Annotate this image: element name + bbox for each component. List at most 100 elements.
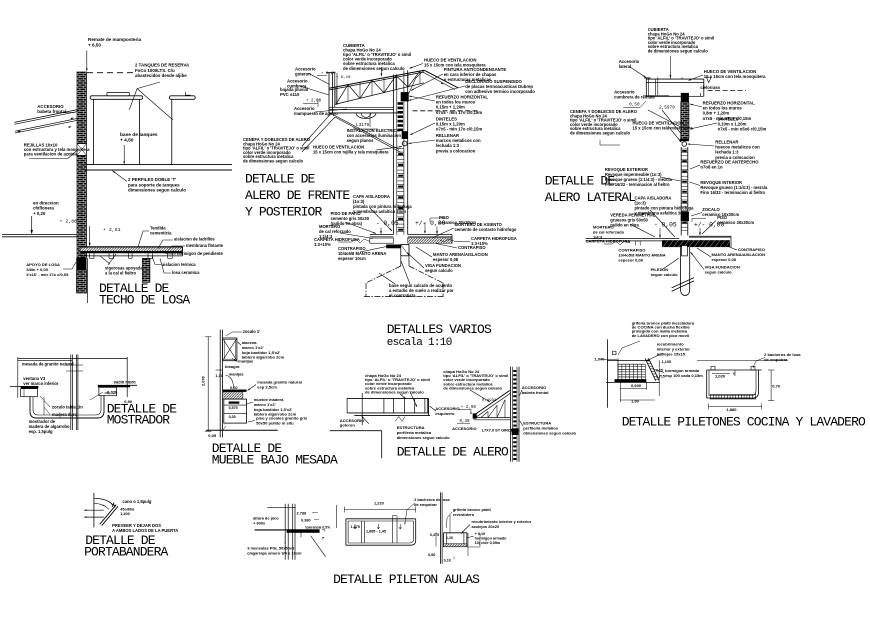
svg-text:1/4:3: 1/4:3	[593, 234, 603, 239]
svg-text:- 0,05: - 0,05	[654, 222, 677, 229]
svg-text:Revoque grueso (1:1/4:3) - mez: Revoque grueso (1:1/4:3) - mezcla	[605, 177, 673, 182]
svg-text:e: e	[733, 372, 735, 376]
svg-text:0,15m x 1,20m: 0,15m x 1,20m	[436, 122, 465, 127]
svg-text:vacio muro: vacio muro	[114, 379, 137, 384]
svg-text:0,15: 0,15	[656, 369, 663, 373]
svg-text:de dimensiones segun calculo: de dimensiones segun calculo	[648, 49, 709, 54]
svg-text:+ 0,10: + 0,10	[475, 532, 486, 536]
svg-text:0,60: 0,60	[230, 386, 237, 390]
svg-text:Accesorio: Accesorio	[614, 90, 635, 95]
svg-text:hormigon armado: hormigon armado	[475, 537, 508, 541]
svg-text:losa ceramica: losa ceramica	[172, 270, 200, 275]
svg-text:recubrimiento: recubrimiento	[657, 342, 685, 347]
svg-text:CUBIERTA: CUBIERTA	[343, 43, 365, 48]
svg-text:y membrana asfaltica 3mm: y membrana asfaltica 3mm	[353, 209, 406, 214]
svg-text:madera dura: madera dura	[52, 412, 78, 417]
svg-text:tablero algarrobo 2cm: tablero algarrobo 2cm	[242, 355, 285, 360]
svg-text:espesor 10cm: espesor 10cm	[338, 256, 366, 261]
svg-text:tipo 'ALFIL' o 'TRAVITEJO' o s: tipo 'ALFIL' o 'TRAVITEJO' o simil	[343, 52, 411, 57]
svg-text:10/4o5/8 MANTO ARENA: 10/4o5/8 MANTO ARENA	[338, 251, 386, 256]
svg-text:1,020: 1,020	[715, 374, 726, 379]
svg-text:color verde incorporado: color verde incorporado	[443, 377, 490, 382]
svg-text:c/agarrape amuro 3/4 o 10cm: c/agarrape amuro 3/4 o 10cm	[247, 550, 302, 555]
svg-text:previa a colocacion: previa a colocacion	[436, 148, 476, 153]
svg-text:0,8m + 1,20m: 0,8m + 1,20m	[703, 111, 730, 116]
svg-text:1,475: 1,475	[351, 525, 360, 529]
svg-text:ALERO LATERAL: ALERO LATERAL	[545, 190, 635, 205]
svg-text:o estructuras metalicas: o estructuras metalicas	[444, 77, 492, 82]
svg-text:CENEFA Y DOBLECES DE ALERO: CENEFA Y DOBLECES DE ALERO	[243, 137, 311, 142]
svg-text:HUECO DE VENTILACION: HUECO DE VENTILACION	[633, 121, 684, 126]
svg-text:en direccion: en direccion	[33, 201, 59, 206]
svg-text:0,10m x 1,20m: 0,10m x 1,20m	[718, 122, 747, 127]
svg-text:espesor 0,08: espesor 0,08	[618, 257, 643, 262]
svg-text:cementicia: cementicia	[150, 231, 172, 236]
svg-text:CENEFA Y DOBLECES DE ALERO: CENEFA Y DOBLECES DE ALERO	[570, 109, 638, 114]
svg-text:DETALLE DE: DETALLE DE	[212, 441, 283, 456]
svg-text:+ 4,50: + 4,50	[120, 138, 134, 144]
svg-text:interior y exterior: interior y exterior	[657, 346, 691, 351]
svg-text:marco 1'x2': marco 1'x2'	[242, 345, 264, 350]
svg-text:segun planos: segun planos	[347, 138, 374, 143]
svg-text:de dimensiones segun calculo: de dimensiones segun calculo	[365, 389, 424, 394]
svg-text:0,05: 0,05	[208, 433, 217, 438]
svg-text:madera de algarrobo: madera de algarrobo	[29, 424, 70, 429]
svg-text:0,600: 0,600	[631, 383, 642, 388]
svg-text:pulido en obra: pulido en obra	[610, 223, 639, 228]
svg-text:y membrana asfaltica 3mm: y membrana asfaltica 3mm	[635, 211, 688, 216]
svg-text:L7X7.0 ST GIRDER S: L7X7.0 ST GIRDER S	[482, 429, 520, 433]
svg-text:Fino 16/32 - terminacion al fi: Fino 16/32 - terminacion al fieltro	[605, 182, 670, 187]
svg-text:marco 1'x2': marco 1'x2'	[254, 402, 276, 407]
svg-text:DINTELES: DINTELES	[436, 117, 457, 122]
svg-text:HUECO DE VENTILACION: HUECO DE VENTILACION	[424, 58, 476, 63]
svg-text:chapa HoGo No 24: chapa HoGo No 24	[365, 373, 402, 378]
svg-text:azulejos 15x15: azulejos 15x15	[657, 351, 686, 356]
svg-text:mostrador de: mostrador de	[29, 419, 56, 424]
svg-text:hormigon armado: hormigon armado	[665, 368, 700, 373]
svg-text:- 0,05: - 0,05	[376, 220, 399, 227]
svg-text:cumbrera de remate: cumbrera de remate	[614, 95, 655, 100]
svg-text:color verde incorporado: color verde incorporado	[343, 57, 392, 62]
svg-text:color verde incorporado: color verde incorporado	[570, 122, 618, 127]
svg-text:PISO: PISO	[717, 215, 728, 220]
svg-text:Y POSTERIOR: Y POSTERIOR	[245, 205, 323, 220]
svg-text:azulejos 20x20: azulejos 20x20	[472, 524, 500, 529]
svg-text:segun calculo: segun calculo	[705, 269, 733, 274]
svg-text:0,025: 0,025	[107, 390, 118, 395]
svg-text:perfileria metalica: perfileria metalica	[523, 425, 558, 430]
svg-text:sobre estructura metalica: sobre estructura metalica	[365, 385, 415, 390]
svg-text:marcos metalicos con: marcos metalicos con	[436, 138, 481, 143]
svg-text:DETALLES VARIOS: DETALLES VARIOS	[387, 322, 492, 337]
svg-text:PISO DE PATIO: PISO DE PATIO	[331, 211, 362, 216]
svg-text:a estudio de suelo a realizar: a estudio de suelo a realizar por	[389, 288, 454, 293]
svg-text:4'x16' - min 17o c/0,05: 4'x16' - min 17o c/0,05	[26, 272, 69, 277]
svg-text:DETALLE PILETON AULAS: DETALLE PILETON AULAS	[333, 572, 480, 587]
svg-text:hoja bastidor 1,5'x2': hoja bastidor 1,5'x2'	[254, 407, 293, 412]
svg-text:PORTABANDERA: PORTABANDERA	[84, 545, 168, 560]
svg-text:2,078: 2,078	[202, 376, 206, 386]
svg-text:ver marco inferior: ver marco inferior	[23, 381, 59, 386]
svg-text:sobre estructura metalica: sobre estructura metalica	[243, 154, 294, 159]
svg-text:L3179: L3179	[356, 123, 370, 128]
svg-text:2 bacheros de losa: 2 bacheros de losa	[764, 352, 801, 357]
svg-text:ceramico 10x30cm: ceramico 10x30cm	[702, 212, 739, 217]
svg-text:1,90: 1,90	[631, 399, 640, 404]
svg-text:HUECO DE VENTILACION: HUECO DE VENTILACION	[704, 69, 756, 74]
svg-text:protegida con malla metalica: protegida con malla metalica	[632, 329, 688, 334]
svg-text:1,105: 1,105	[662, 360, 672, 364]
svg-text:MANTO ARENA/AISLACION: MANTO ARENA/AISLACION	[433, 252, 488, 257]
svg-text:CAPA AISLADORA: CAPA AISLADORA	[353, 194, 390, 199]
svg-text:esp 2,5cm: esp 2,5cm	[257, 384, 277, 389]
svg-text:3/8in + 0,05: 3/8in + 0,05	[26, 267, 48, 272]
svg-text:CUBIERTA: CUBIERTA	[648, 27, 669, 32]
svg-text:PINTURA ANTICONDENSANTE: PINTURA ANTICONDENSANTE	[444, 67, 507, 72]
svg-text:tipo 'ALFIL' o 'TRAVITEJO' o s: tipo 'ALFIL' o 'TRAVITEJO' o simil	[243, 146, 309, 151]
svg-text:ESTRUCTURA: ESTRUCTURA	[523, 421, 551, 426]
svg-text:CARPETA HIDROFUGA: CARPETA HIDROFUGA	[586, 238, 631, 243]
svg-text:+ 2,80: + 2,80	[60, 219, 78, 225]
svg-text:en todos los muros: en todos los muros	[436, 100, 476, 105]
svg-text:tolerancia 0,5%: tolerancia 0,5%	[305, 525, 330, 529]
svg-text:chapa HoGo No 24: chapa HoGo No 24	[443, 369, 480, 374]
svg-text:Accesorio: Accesorio	[287, 79, 308, 84]
svg-text:o7o8 en 1o: o7o8 en 1o	[700, 165, 723, 170]
